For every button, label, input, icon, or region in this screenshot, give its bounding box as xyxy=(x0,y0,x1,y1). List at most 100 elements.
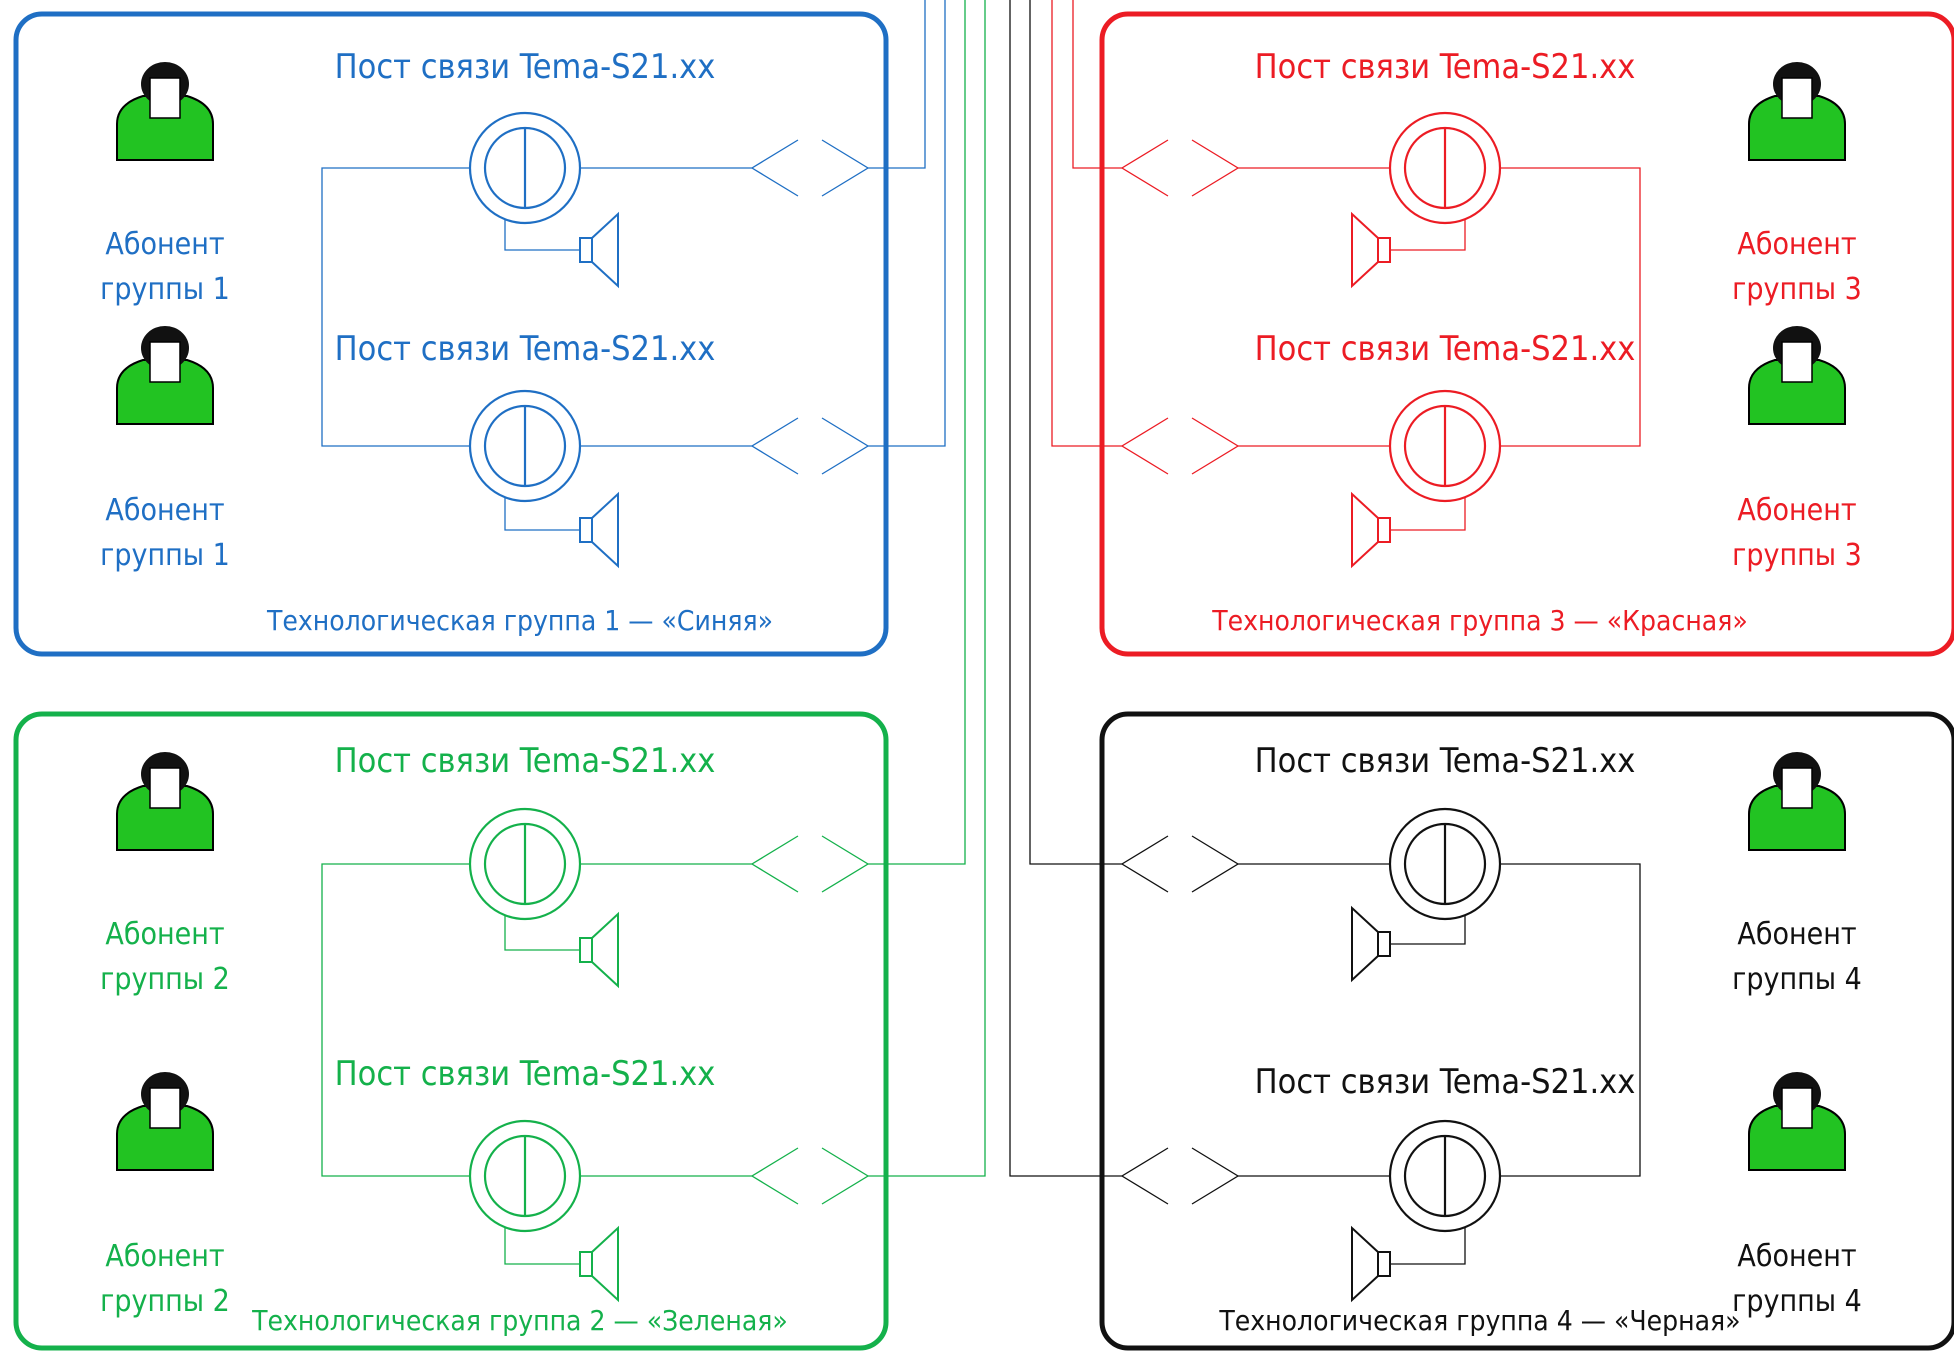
person-face xyxy=(1781,77,1813,119)
speaker-wire xyxy=(1390,916,1466,945)
speaker-wire xyxy=(1390,498,1466,531)
speaker-wire xyxy=(1390,1228,1466,1265)
subscriber-label-line2: группы 3 xyxy=(1732,538,1862,573)
speaker-magnet xyxy=(579,937,593,963)
person-face xyxy=(149,1087,181,1129)
loudspeaker-icon xyxy=(579,211,619,289)
person-face xyxy=(149,341,181,383)
subscriber-label-line2: группы 4 xyxy=(1732,962,1862,997)
intercom-post-icon xyxy=(468,389,582,503)
connector-right-chevron xyxy=(821,1147,870,1205)
group-caption: Технологическая группа 2 — «Зеленая» xyxy=(251,1304,788,1337)
post-title: Пост связи Tema-S21.xx xyxy=(335,1054,716,1094)
group-frame xyxy=(1099,711,1954,1351)
post-title: Пост связи Tema-S21.xx xyxy=(1255,329,1636,369)
person-face xyxy=(149,77,181,119)
group-loop-line xyxy=(1500,167,1641,447)
subscriber-label-line1: Абонент xyxy=(1737,493,1856,528)
speaker-wire xyxy=(504,916,580,951)
person-body xyxy=(1748,1105,1846,1171)
connector-left-chevron xyxy=(1120,1147,1169,1205)
person-icon xyxy=(116,62,214,161)
intercom-post-icon xyxy=(1388,111,1502,225)
trunk-line xyxy=(868,0,926,169)
speaker-cone xyxy=(591,911,619,989)
connector-left-chevron xyxy=(1120,417,1169,475)
person-body xyxy=(1748,359,1846,425)
diamond-connector-icon xyxy=(750,139,870,197)
subscriber-label-line1: Абонент xyxy=(1737,1239,1856,1274)
subscriber-label-line1: Абонент xyxy=(1737,917,1856,952)
connector-left-chevron xyxy=(750,1147,799,1205)
person-icon xyxy=(116,752,214,851)
trunk-line xyxy=(1072,0,1122,169)
person-icon xyxy=(116,326,214,425)
speaker-magnet xyxy=(1377,517,1391,543)
connector-left-chevron xyxy=(1120,139,1169,197)
person-icon xyxy=(1748,326,1846,425)
loudspeaker-icon xyxy=(579,491,619,569)
trunk-line xyxy=(1051,0,1122,447)
person-icon xyxy=(1748,1072,1846,1171)
person-body xyxy=(1748,95,1846,161)
intercom-post-icon xyxy=(1388,807,1502,921)
speaker-cone xyxy=(1351,211,1379,289)
subscriber-label-line2: группы 3 xyxy=(1732,272,1862,307)
intercom-post-icon xyxy=(1388,1119,1502,1233)
connector-right-chevron xyxy=(821,835,870,893)
subscriber-label-line1: Абонент xyxy=(1737,227,1856,262)
loudspeaker-icon xyxy=(1351,211,1391,289)
connector-left-chevron xyxy=(750,835,799,893)
person-icon xyxy=(1748,752,1846,851)
diamond-connector-icon xyxy=(750,835,870,893)
trunk-line xyxy=(1009,0,1122,1177)
subscriber-label-line1: Абонент xyxy=(105,227,224,262)
speaker-cone xyxy=(1351,491,1379,569)
post-title: Пост связи Tema-S21.xx xyxy=(1255,1062,1636,1102)
person-body xyxy=(116,785,214,851)
intercom-post-icon xyxy=(468,1119,582,1233)
person-body xyxy=(1748,785,1846,851)
person-face xyxy=(1781,767,1813,809)
group-loop-line xyxy=(1500,863,1641,1177)
loudspeaker-icon xyxy=(1351,905,1391,983)
connector-left-chevron xyxy=(1120,835,1169,893)
person-body xyxy=(116,1105,214,1171)
speaker-wire xyxy=(1390,220,1466,251)
diamond-connector-icon xyxy=(750,1147,870,1205)
intercom-post-icon xyxy=(1388,389,1502,503)
subscriber-label-line2: группы 1 xyxy=(100,272,230,307)
speaker-cone xyxy=(591,1225,619,1303)
connector-right-chevron xyxy=(1191,417,1240,475)
speaker-cone xyxy=(1351,905,1379,983)
speaker-wire xyxy=(504,498,580,531)
speaker-magnet xyxy=(579,237,593,263)
speaker-cone xyxy=(1351,1225,1379,1303)
group-frame xyxy=(1099,11,1954,657)
speaker-magnet xyxy=(1377,237,1391,263)
diamond-connector-icon xyxy=(750,417,870,475)
post-title: Пост связи Tema-S21.xx xyxy=(335,741,716,781)
connector-right-chevron xyxy=(821,139,870,197)
group-caption: Технологическая группа 1 — «Синяя» xyxy=(266,604,773,637)
group-caption: Технологическая группа 3 — «Красная» xyxy=(1211,604,1748,637)
intercom-post-icon xyxy=(468,111,582,225)
diamond-connector-icon xyxy=(1120,1147,1240,1205)
subscriber-label-line1: Абонент xyxy=(105,493,224,528)
loudspeaker-icon xyxy=(1351,1225,1391,1303)
person-icon xyxy=(116,1072,214,1171)
person-face xyxy=(1781,341,1813,383)
intercom-post-icon xyxy=(468,807,582,921)
connector-right-chevron xyxy=(1191,1147,1240,1205)
diamond-connector-icon xyxy=(1120,139,1240,197)
group-frame xyxy=(13,711,889,1351)
